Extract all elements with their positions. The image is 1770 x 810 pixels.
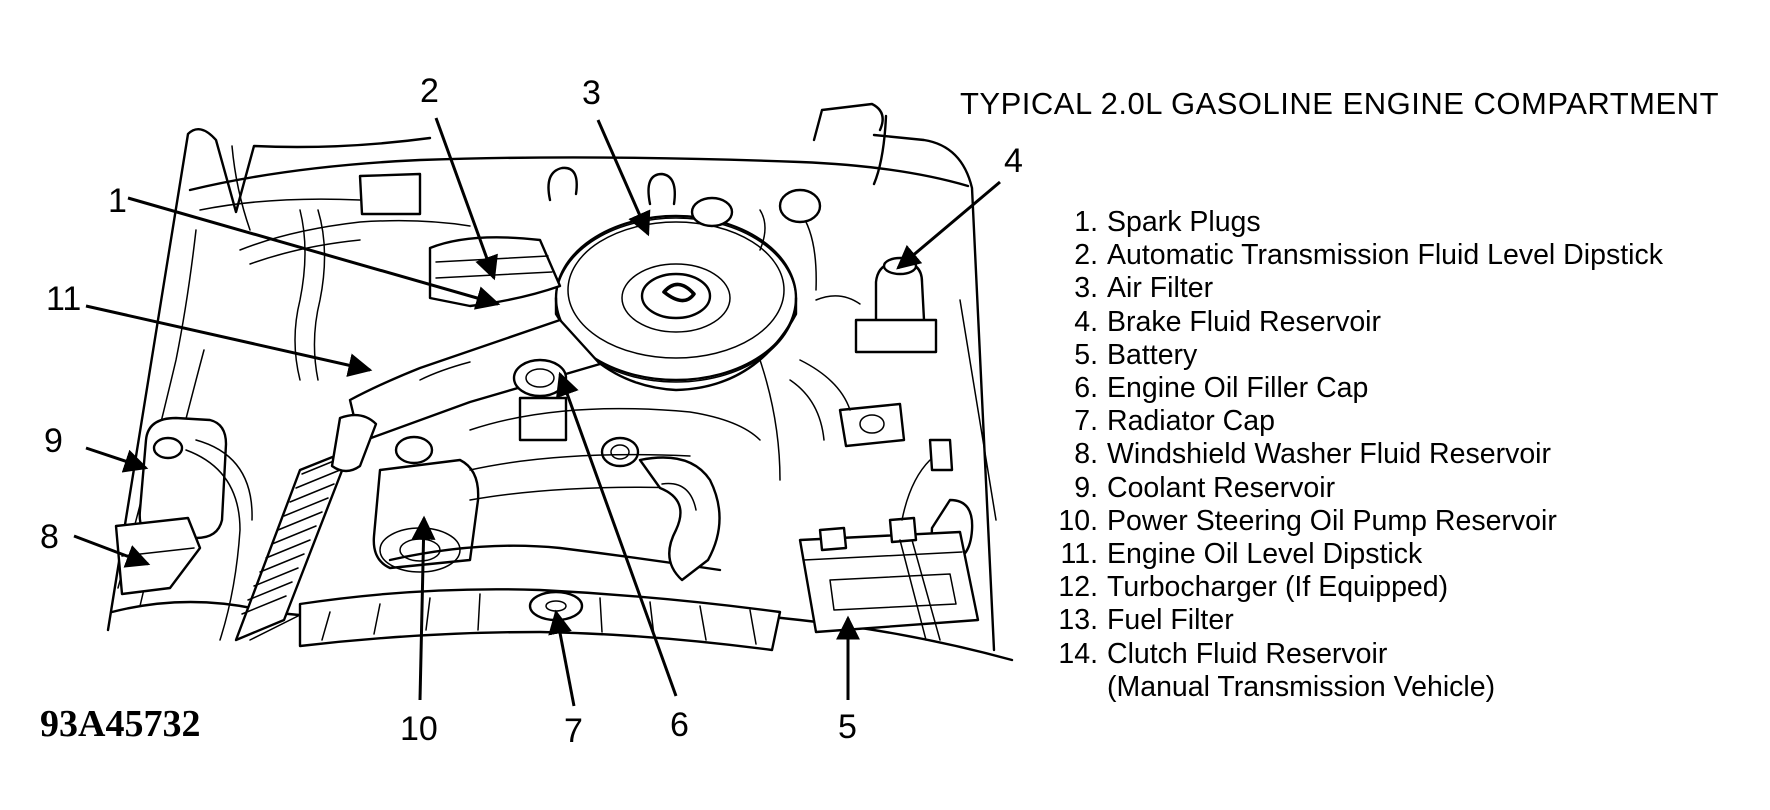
figure-id: 93A45732 [40, 703, 201, 745]
legend-item: 11. Engine Oil Level Dipstick [1054, 538, 1663, 571]
legend-label: Windshield Washer Fluid Reservoir [1107, 438, 1552, 471]
legend-label: Turbocharger (If Equipped) [1107, 571, 1449, 604]
engine-bay-drawing [106, 102, 1014, 662]
component-legend: 1. Spark Plugs 2. Automatic Transmission F… [1054, 206, 1663, 704]
callout-numbers: 1 2 3 4 5 6 7 8 9 10 11 [40, 72, 1023, 750]
legend-label: Air Filter [1107, 272, 1214, 305]
legend-label-continuation: (Manual Transmission Vehicle) [1107, 670, 1496, 703]
callout-10: 10 [400, 710, 438, 748]
callout-leader-lines [73, 117, 1001, 707]
figure-title: TYPICAL 2.0L GASOLINE ENGINE COMPARTMENT [960, 86, 1720, 121]
leader-1 [127, 196, 501, 310]
leader-2 [434, 117, 498, 281]
legend-item: 2. Automatic Transmission Fluid Level Dip… [1054, 239, 1663, 272]
legend-item: 1. Spark Plugs [1054, 206, 1663, 239]
legend-item: 9. Coolant Reservoir [1054, 472, 1663, 505]
legend-item: 14. Clutch Fluid Reservoir [1054, 638, 1663, 671]
leader-10 [411, 515, 436, 701]
leader-7 [548, 609, 576, 707]
legend-item: 13. Fuel Filter [1054, 604, 1663, 637]
leader-4 [896, 180, 1001, 270]
legend-label: Clutch Fluid Reservoir [1107, 637, 1388, 670]
leader-9 [85, 446, 149, 473]
leader-8 [73, 534, 151, 568]
legend-label: Spark Plugs [1107, 206, 1261, 238]
legend-item: 4. Brake Fluid Reservoir [1054, 306, 1663, 339]
legend-number: 9. [1074, 471, 1098, 504]
legend-number: 11. [1060, 538, 1098, 571]
legend-item: 12. Turbocharger (If Equipped) [1054, 571, 1663, 604]
callout-5: 5 [838, 708, 857, 746]
callout-9: 9 [44, 422, 63, 460]
callout-6: 6 [670, 706, 689, 744]
legend-label: Power Steering Oil Pump Reservoir [1107, 504, 1557, 537]
legend-number: 14. [1058, 637, 1098, 670]
legend-item-continuation: (Manual Transmission Vehicle) [1054, 671, 1663, 704]
legend-label: Fuel Filter [1107, 604, 1234, 637]
legend-item: 6. Engine Oil Filler Cap [1054, 372, 1663, 405]
legend-number: 8. [1074, 438, 1098, 471]
callout-1: 1 [108, 182, 127, 220]
legend-number: 7. [1074, 405, 1098, 438]
callout-2: 2 [420, 72, 439, 110]
legend-item: 5. Battery [1054, 339, 1663, 372]
callout-4: 4 [1004, 142, 1023, 180]
legend-item: 7. Radiator Cap [1054, 405, 1663, 438]
legend-item: 8. Windshield Washer Fluid Reservoir [1054, 438, 1663, 471]
leader-6 [556, 371, 678, 697]
legend-number: 4. [1074, 305, 1098, 338]
callout-8: 8 [40, 518, 59, 556]
legend-label: Coolant Reservoir [1107, 471, 1336, 504]
legend-number: 10. [1058, 504, 1098, 537]
legend-number: 3. [1074, 272, 1098, 305]
legend-number: 2. [1074, 239, 1098, 272]
legend-number: 12. [1058, 571, 1098, 604]
callout-3: 3 [582, 74, 601, 112]
legend-label: Battery [1107, 338, 1198, 371]
legend-number: 1. [1074, 206, 1098, 238]
callout-7: 7 [564, 712, 583, 750]
callout-11: 11 [46, 280, 81, 318]
leader-11 [85, 304, 373, 377]
legend-number: 5. [1074, 338, 1098, 371]
legend-label: Radiator Cap [1107, 405, 1275, 438]
legend-item: 3. Air Filter [1054, 272, 1663, 305]
legend-label: Brake Fluid Reservoir [1107, 305, 1382, 338]
leader-3 [596, 119, 651, 237]
legend-label: Engine Oil Level Dipstick [1107, 538, 1423, 571]
legend-number: 6. [1074, 372, 1098, 405]
legend-item: 10. Power Steering Oil Pump Reservoir [1054, 505, 1663, 538]
legend-label: Automatic Transmission Fluid Level Dipst… [1107, 239, 1663, 272]
legend-number: 13. [1058, 604, 1098, 637]
legend-label: Engine Oil Filler Cap [1107, 372, 1369, 405]
